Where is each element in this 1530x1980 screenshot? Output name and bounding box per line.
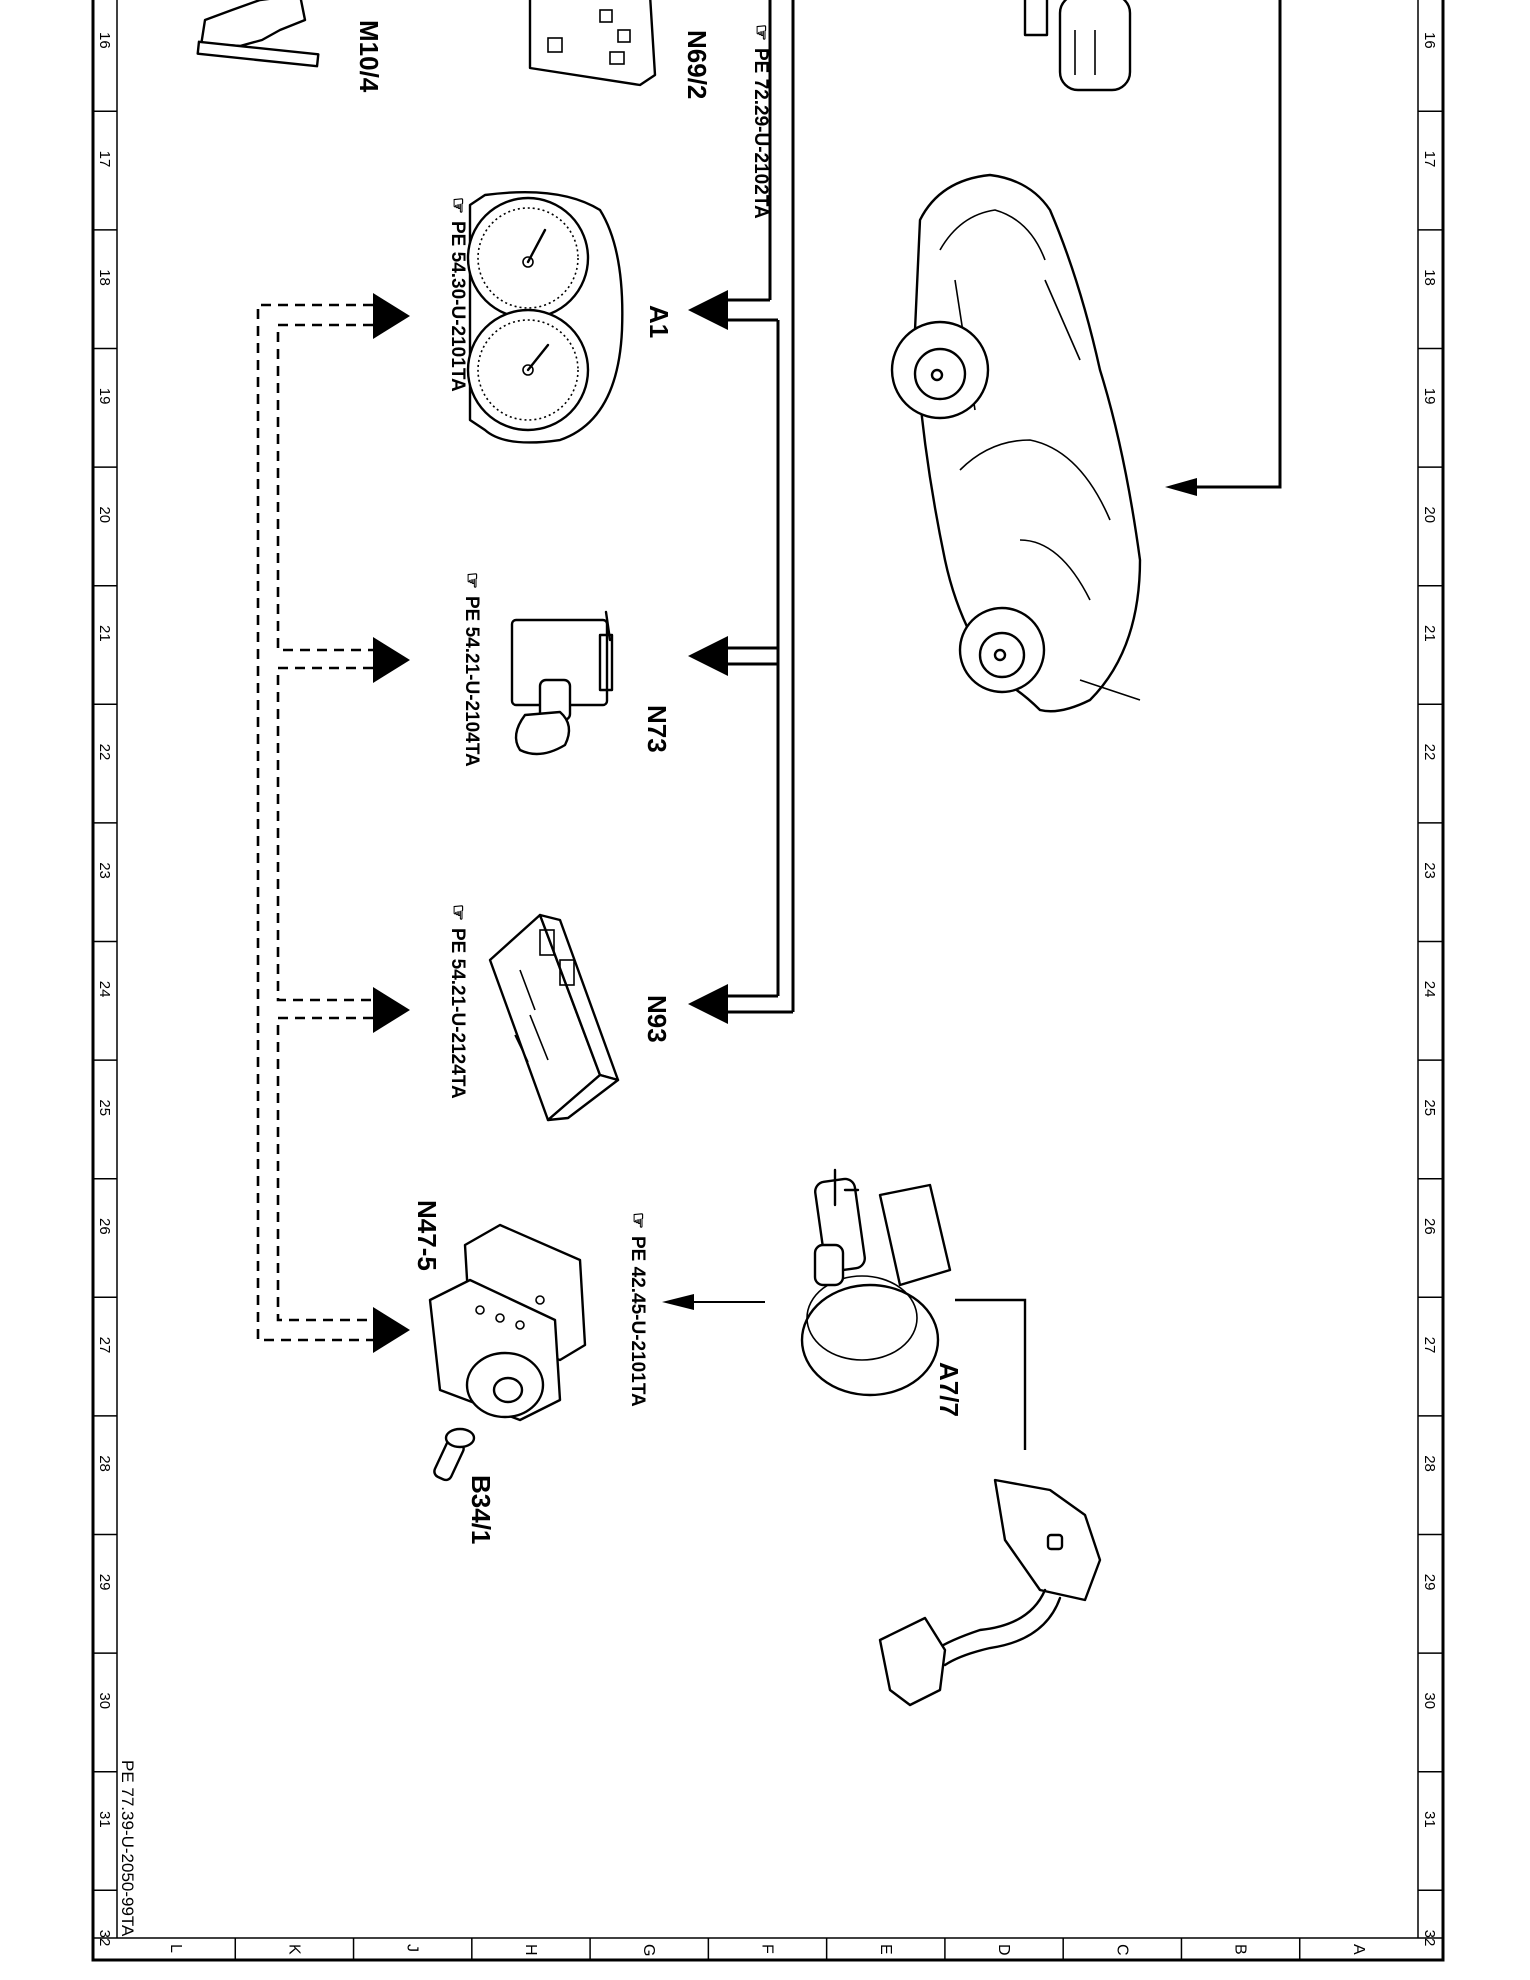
hand-pointer-icon: ☞ (750, 24, 771, 41)
dashed-bus (256, 303, 373, 1342)
ruler-number: 29 (96, 1574, 113, 1591)
n69-2-drawing (528, 0, 657, 87)
ruler-number: 20 (96, 506, 113, 523)
ruler-number: 18 (96, 269, 113, 286)
arrow-to-a1 (688, 290, 728, 330)
pedal-to-a7-line (955, 1298, 1027, 1450)
ruler-number: 17 (96, 151, 113, 168)
label-n69-2: N69/2 (682, 30, 712, 99)
ref-n69-2: ☞ PE 72.29-U-2102TA (750, 24, 771, 219)
ref-a1: ☞ PE 54.30-U-2101TA (447, 197, 468, 392)
column-letter: J (404, 1944, 421, 1952)
ruler-number: 21 (96, 625, 113, 642)
ref-text-n93: PE 54.21-U-2124TA (447, 928, 468, 1099)
label-n47-5: N47-5 (412, 1200, 442, 1271)
column-letter: D (995, 1944, 1012, 1956)
hand-pointer-icon: ☞ (447, 904, 468, 921)
dashed-arrow-n73 (373, 637, 410, 683)
ruler-number: 24 (96, 981, 113, 998)
ruler-number: 30 (96, 1692, 113, 1709)
ruler-number: 20 (1421, 506, 1438, 523)
ref-text-a7-7: PE 42.45-U-2101TA (627, 1236, 648, 1407)
label-a1: A1 (644, 305, 674, 338)
ruler-number: 32 (1421, 1930, 1438, 1947)
column-letter: L (167, 1944, 184, 1953)
right-ruler-numbers: 16 17 18 19 20 21 22 23 24 25 26 27 28 29 30 31 32 (1421, 32, 1438, 1946)
column-letter: E (877, 1944, 894, 1955)
arrow-to-n73 (688, 636, 728, 676)
label-n73: N73 (642, 705, 672, 753)
n47-5-abs-unit-drawing (428, 1223, 587, 1422)
hand-pointer-icon: ☞ (461, 572, 482, 589)
ruler-number: 25 (96, 1099, 113, 1116)
a7-7-brake-booster-drawing (800, 1168, 952, 1397)
car-feed-line (1195, 0, 1282, 489)
n73-ignition-switch-drawing (510, 610, 614, 756)
top-connector-drawing (1023, 0, 1132, 92)
ruler-number: 31 (96, 1811, 113, 1828)
ruler-number: 26 (1421, 1218, 1438, 1235)
left-ruler-numbers: 16 17 18 19 20 21 22 23 24 25 26 27 28 29 30 31 32 (96, 32, 113, 1946)
ruler-number: 17 (1421, 151, 1438, 168)
ruler-number: 27 (1421, 1337, 1438, 1354)
ruler-number: 25 (1421, 1099, 1438, 1116)
drawing-number: PE 77.39-U-2050-99TA (118, 1760, 137, 1937)
column-letter: K (285, 1944, 302, 1955)
ruler-number: 28 (1421, 1455, 1438, 1472)
dashed-arrow-a1 (373, 293, 410, 339)
dashed-arrow-n47 (373, 1307, 410, 1353)
column-letter: F (759, 1944, 776, 1954)
label-n93: N93 (642, 995, 672, 1043)
car-drawing (890, 173, 1142, 713)
ruler-number: 19 (1421, 388, 1438, 405)
ruler-number: 22 (1421, 744, 1438, 761)
column-letter: H (522, 1944, 539, 1956)
label-b34-1: B34/1 (466, 1475, 496, 1544)
ruler-number: 31 (1421, 1811, 1438, 1828)
ruler-number: 24 (1421, 981, 1438, 998)
ref-n93: ☞ PE 54.21-U-2124TA (447, 904, 468, 1099)
arrow-to-n93 (688, 984, 728, 1024)
hand-pointer-icon: ☞ (627, 1212, 648, 1229)
column-letter: B (1232, 1944, 1249, 1955)
ruler-number: 28 (96, 1455, 113, 1472)
ruler-number: 32 (96, 1930, 113, 1947)
drawing-frame (91, 0, 1445, 1962)
solid-bus (728, 0, 795, 1014)
ruler-number: 16 (96, 32, 113, 49)
ref-n73: ☞ PE 54.21-U-2104TA (461, 572, 482, 767)
ruler-number: 23 (96, 862, 113, 879)
ref-text-n69-2: PE 72.29-U-2102TA (750, 48, 771, 219)
hand-pointer-icon: ☞ (447, 197, 468, 214)
arrow-to-car (1165, 478, 1197, 496)
a1-instrument-cluster-drawing (466, 190, 624, 444)
column-letter: G (640, 1944, 657, 1956)
ref-text-n73: PE 54.21-U-2104TA (461, 596, 482, 767)
n93-module-drawing (488, 913, 620, 1122)
ruler-number: 21 (1421, 625, 1438, 642)
b34-1-sensor-drawing (433, 1427, 476, 1482)
ruler-number: 19 (96, 388, 113, 405)
ruler-number: 23 (1421, 862, 1438, 879)
dashed-arrow-n93 (373, 987, 410, 1033)
arrow-to-n47 (662, 1294, 694, 1310)
ruler-ticks (93, 110, 1443, 1892)
label-a7-7: A7/7 (934, 1362, 964, 1417)
label-m10-4: M10/4 (354, 20, 384, 93)
ruler-number: 16 (1421, 32, 1438, 49)
ruler-number: 26 (96, 1218, 113, 1235)
ruler-number: 30 (1421, 1692, 1438, 1709)
ref-a7-7: ☞ PE 42.45-U-2101TA (627, 1212, 648, 1407)
ruler-number: 22 (96, 744, 113, 761)
column-letter: C (1113, 1944, 1130, 1956)
ref-text-a1: PE 54.30-U-2101TA (447, 221, 468, 392)
ruler-number: 27 (96, 1337, 113, 1354)
m10-4-drawing (196, 0, 320, 68)
ruler-number: 29 (1421, 1574, 1438, 1591)
brake-pedal-drawing (878, 1478, 1102, 1707)
column-letter: A (1350, 1944, 1367, 1955)
ruler-number: 18 (1421, 269, 1438, 286)
